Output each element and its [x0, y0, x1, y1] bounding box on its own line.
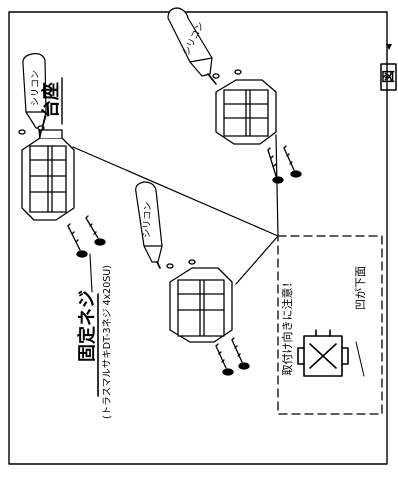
- mount-base-1: [18, 125, 75, 221]
- silicone-tube-3: [135, 181, 163, 269]
- figure-mark-label: 図: [382, 70, 397, 83]
- figure-mark: 図: [380, 44, 397, 91]
- base-label: 台座: [40, 82, 62, 118]
- screw-spec-label: (トラスマルサキDT-3ネジ 4x20SU): [102, 265, 113, 419]
- silicone-label-1: シリコン: [31, 70, 41, 106]
- silicone-label-3: シリコン: [142, 202, 153, 238]
- mount-base-3: [166, 259, 233, 343]
- concave-down-label: 凹が下面: [353, 266, 367, 310]
- concave-down-leader: [355, 341, 365, 377]
- profile-orientation-icon: [297, 329, 349, 377]
- fixing-screws-1: [67, 215, 106, 258]
- mount-base-2: [212, 69, 277, 145]
- fixing-screws-2: [267, 145, 302, 184]
- caution-label: 取付け向きに注意！: [280, 277, 294, 376]
- fixing-screws-3: [215, 337, 250, 376]
- silicone-tube-2: [167, 7, 217, 85]
- base-leader: [39, 115, 47, 137]
- fixing-screw-label: 固定ネジ: [76, 290, 98, 362]
- caution-box: [277, 235, 383, 415]
- page-frame: [8, 11, 388, 465]
- leader-lines: [72, 134, 279, 285]
- fixing-screw-leader: [89, 253, 93, 293]
